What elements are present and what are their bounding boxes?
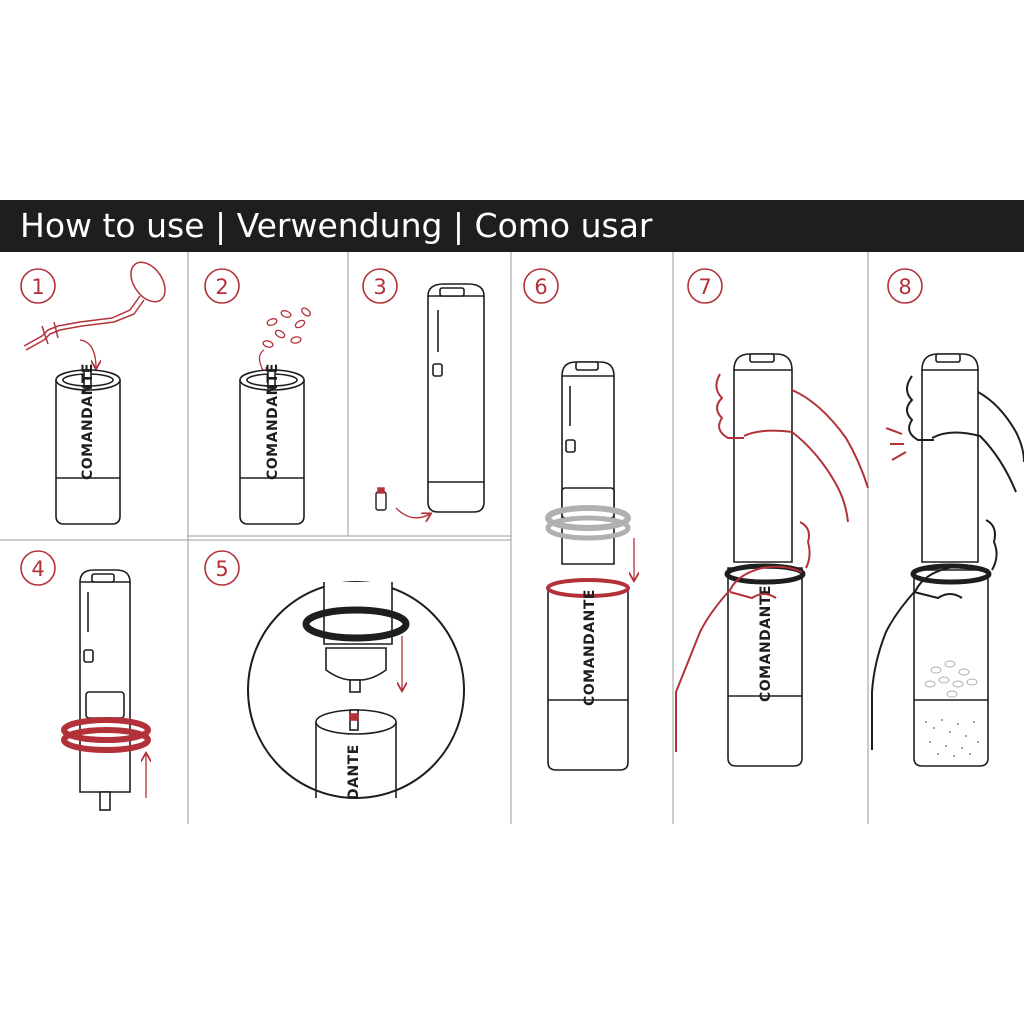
grinder-assembled-icon	[910, 353, 992, 767]
step-1-badge: 1	[20, 268, 56, 304]
step-5-number: 5	[215, 557, 228, 581]
brand-label: COMANDANTE	[758, 585, 774, 702]
crank-handle-icon	[23, 261, 166, 351]
step-8-panel: 8	[871, 268, 1024, 767]
grinder-top-icon	[79, 569, 131, 811]
step-1-panel: 1 COMANDANTE	[20, 261, 166, 525]
step-6-badge: 6	[523, 268, 559, 304]
ground-powder-icon	[925, 719, 979, 757]
step-2-badge: 2	[204, 268, 240, 304]
hand-icon	[675, 373, 869, 752]
grinder-assembled-icon	[724, 353, 806, 767]
brand-label-cropped: DANTE	[346, 744, 362, 800]
step-3-badge: 3	[362, 268, 398, 304]
step-8-badge: 8	[887, 268, 923, 304]
brand-label: COMANDANTE	[80, 363, 96, 480]
panel-grid	[0, 252, 869, 824]
step-1-arrow	[79, 339, 96, 368]
adjustment-ring-icon	[545, 505, 631, 541]
page-title: How to use | Verwendung | Como usar	[20, 206, 653, 245]
step-5-panel: 5 DANTE	[204, 550, 465, 800]
grinder-top-icon	[427, 283, 485, 513]
instruction-diagram: 1 COMANDANTE 2	[0, 252, 1024, 824]
brand-label: COMANDANTE	[265, 363, 281, 480]
step-7-badge: 7	[687, 268, 723, 304]
step-8-number: 8	[898, 275, 911, 299]
burr-assembly-icon	[302, 582, 410, 798]
step-1-number: 1	[31, 275, 44, 299]
step-4-panel: 4	[20, 550, 151, 811]
ground-coffee-icon	[924, 660, 978, 698]
step-3-panel: 3	[362, 268, 485, 518]
step-2-number: 2	[215, 275, 228, 299]
grinder-body-icon	[55, 369, 121, 525]
step-3-number: 3	[373, 275, 386, 299]
step-2-panel: 2 COMANDANTE	[204, 268, 311, 525]
header-banner: How to use | Verwendung | Como usar	[0, 200, 1024, 252]
step-4-number: 4	[31, 557, 44, 581]
grinder-body-icon	[546, 578, 630, 771]
coffee-beans-icon	[262, 307, 311, 348]
step-5-badge: 5	[204, 550, 240, 586]
step-6-number: 6	[534, 275, 547, 299]
grinder-top-icon	[561, 361, 615, 565]
click-marks-icon	[885, 427, 907, 461]
instruction-sheet: 1 COMANDANTE 2	[0, 252, 1024, 824]
step-6-panel: 6 COMANDANTE	[523, 268, 634, 771]
brand-label: COMANDANTE	[582, 589, 598, 706]
hand-icon	[871, 375, 1024, 750]
grinder-body-icon	[239, 369, 305, 525]
step-4-badge: 4	[20, 550, 56, 586]
nut-part-icon	[375, 487, 387, 511]
step-7-number: 7	[698, 275, 711, 299]
step-3-arrow	[395, 507, 430, 518]
adjustment-ring-icon	[61, 717, 151, 753]
step-7-panel: 7 COMANDANTE	[675, 268, 869, 767]
